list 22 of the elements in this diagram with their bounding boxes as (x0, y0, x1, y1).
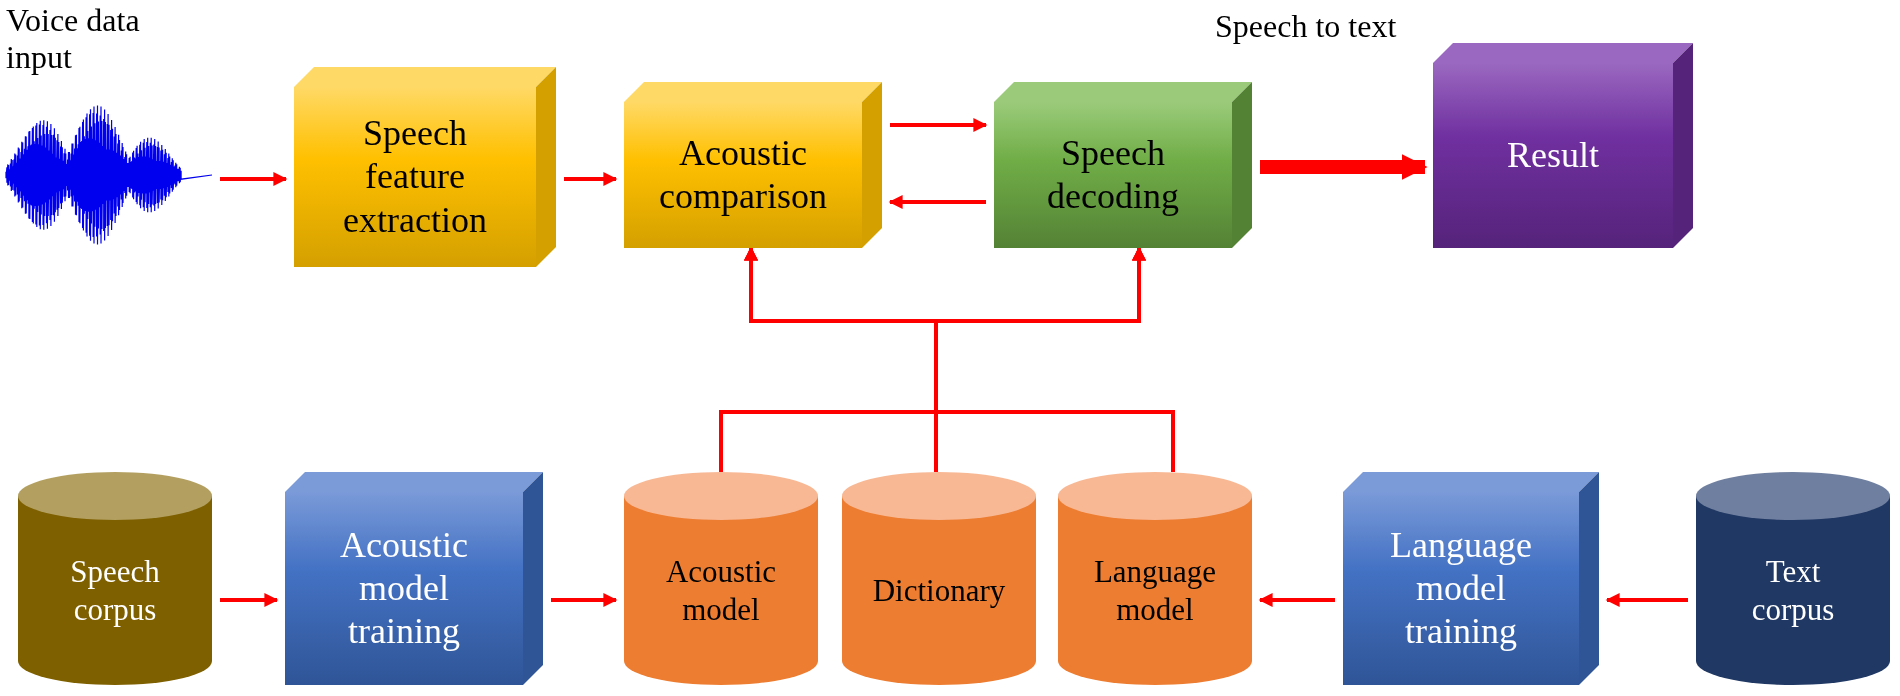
box-label: Language model (1093, 553, 1217, 628)
box-label: Text corpus (1750, 553, 1836, 628)
arrow (1605, 593, 1688, 607)
arrow (888, 195, 986, 209)
arrow (220, 593, 279, 607)
annotation-text: Speech to text (1215, 8, 1397, 45)
box-label: Acoustic comparison (658, 131, 828, 218)
arrow (890, 118, 988, 132)
box-label: Speech corpus (69, 553, 161, 628)
box-label: Result (1507, 133, 1599, 177)
box-label: Dictionary (872, 571, 1006, 610)
caption-text: Voice data input (6, 2, 141, 76)
box-label: Acoustic model training (339, 523, 469, 654)
arrow (220, 172, 288, 186)
box-label: Acoustic model (664, 553, 778, 628)
arrow (1260, 154, 1428, 180)
arrow (564, 172, 618, 186)
arrow (1258, 593, 1335, 607)
box-label: Speech feature extraction (342, 112, 488, 242)
arrow (551, 593, 618, 607)
box-label: Speech decoding (1046, 131, 1180, 218)
box-label: Language model training (1389, 523, 1533, 654)
